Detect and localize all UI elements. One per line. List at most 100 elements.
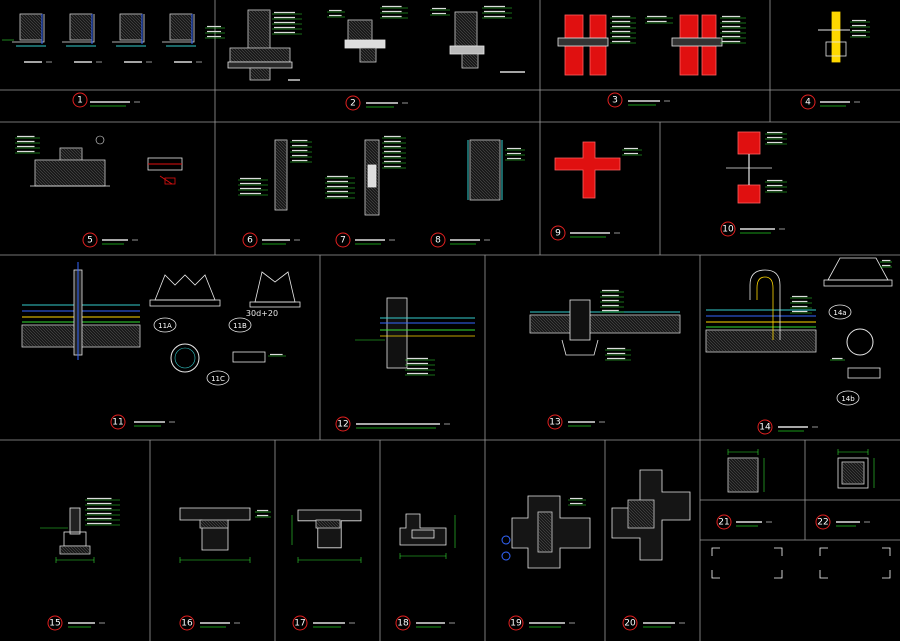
line bbox=[274, 179, 288, 193]
line bbox=[19, 33, 27, 41]
line bbox=[756, 457, 759, 460]
line bbox=[212, 519, 222, 529]
line bbox=[529, 317, 546, 334]
detail-caption bbox=[102, 239, 138, 245]
line bbox=[274, 176, 288, 190]
hatch-lines bbox=[537, 511, 553, 553]
line bbox=[755, 329, 779, 353]
line bbox=[209, 519, 219, 529]
line bbox=[607, 314, 627, 334]
line bbox=[74, 147, 83, 156]
profile bbox=[561, 339, 599, 356]
annotation-leaders bbox=[268, 353, 286, 357]
hatch-lines bbox=[34, 159, 106, 187]
hatched-fill bbox=[59, 545, 91, 555]
annotation-leaders bbox=[645, 15, 673, 24]
line bbox=[719, 329, 743, 353]
detail-caption bbox=[355, 239, 395, 245]
line bbox=[767, 329, 791, 353]
line bbox=[19, 27, 33, 41]
detail-caption bbox=[416, 622, 455, 628]
line bbox=[274, 152, 288, 166]
line bbox=[791, 329, 815, 353]
hatch-lines bbox=[59, 545, 91, 555]
line bbox=[469, 190, 480, 201]
line bbox=[725, 329, 749, 353]
line bbox=[469, 196, 474, 201]
line bbox=[256, 9, 271, 24]
line bbox=[169, 27, 183, 41]
line bbox=[119, 33, 127, 41]
yellow-post bbox=[831, 11, 841, 63]
line bbox=[81, 545, 91, 555]
line bbox=[727, 476, 744, 493]
line bbox=[247, 15, 271, 39]
line bbox=[544, 314, 564, 334]
line bbox=[727, 467, 753, 493]
line bbox=[537, 524, 553, 540]
pipe-ring bbox=[170, 343, 200, 373]
detail-number-bubble bbox=[550, 225, 566, 241]
line bbox=[364, 142, 380, 158]
outline bbox=[367, 164, 377, 188]
line bbox=[75, 545, 85, 555]
annotation-leaders bbox=[430, 7, 450, 16]
line bbox=[537, 536, 553, 552]
line bbox=[260, 47, 276, 63]
line bbox=[750, 457, 759, 466]
line bbox=[454, 42, 459, 47]
line bbox=[68, 147, 83, 162]
detail-linework: 30d+20 bbox=[2, 5, 893, 579]
line bbox=[841, 474, 852, 485]
line bbox=[80, 324, 104, 348]
line bbox=[276, 139, 288, 151]
line bbox=[26, 324, 50, 348]
line bbox=[610, 314, 630, 334]
line bbox=[101, 159, 106, 164]
line bbox=[770, 329, 794, 353]
outline bbox=[232, 351, 266, 363]
line bbox=[247, 24, 271, 48]
line bbox=[247, 12, 271, 36]
line bbox=[322, 519, 332, 529]
detail-number-bubble bbox=[335, 232, 351, 248]
line bbox=[743, 329, 767, 353]
line bbox=[364, 202, 378, 216]
line bbox=[38, 159, 66, 187]
line bbox=[529, 314, 549, 334]
outline bbox=[149, 299, 221, 307]
line bbox=[179, 13, 193, 27]
line bbox=[34, 170, 51, 187]
annotation-leaders bbox=[290, 139, 312, 163]
outline bbox=[344, 39, 386, 49]
line bbox=[469, 172, 498, 201]
hatch-lines bbox=[249, 67, 271, 81]
line bbox=[722, 329, 746, 353]
line bbox=[47, 159, 75, 187]
line bbox=[746, 329, 770, 353]
detail-caption bbox=[134, 421, 175, 427]
line bbox=[135, 13, 143, 21]
line bbox=[34, 182, 39, 187]
profile bbox=[882, 547, 891, 556]
line bbox=[364, 154, 380, 170]
line bbox=[21, 331, 38, 348]
line bbox=[267, 67, 271, 71]
detail-caption bbox=[450, 239, 490, 245]
line bbox=[841, 477, 849, 485]
detail-number: 22 bbox=[817, 518, 828, 528]
line bbox=[761, 329, 785, 353]
line bbox=[454, 33, 468, 47]
line bbox=[74, 159, 102, 187]
outline bbox=[411, 529, 435, 539]
line bbox=[122, 324, 141, 343]
hatch-lines bbox=[461, 53, 479, 69]
line bbox=[629, 499, 655, 525]
line bbox=[21, 334, 35, 348]
line bbox=[627, 503, 653, 529]
line bbox=[274, 164, 288, 178]
line bbox=[76, 13, 93, 30]
hatch-lines bbox=[359, 47, 377, 63]
line bbox=[537, 539, 551, 553]
